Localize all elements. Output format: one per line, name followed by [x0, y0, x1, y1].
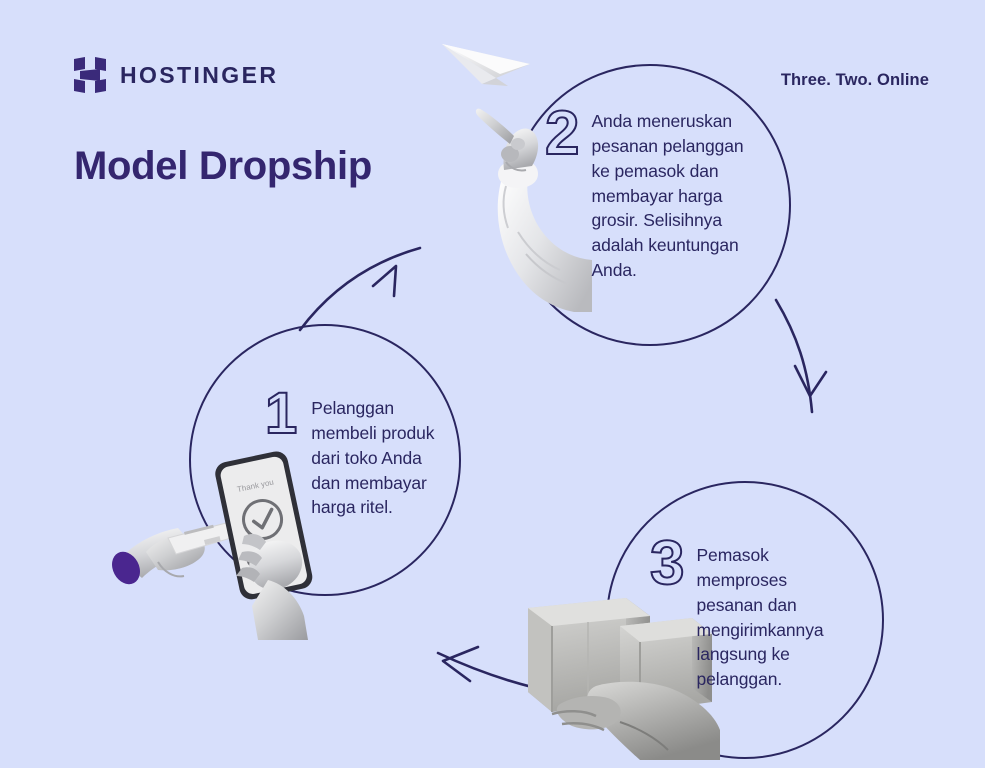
hands-holding-box-artwork — [528, 598, 720, 760]
step-1-text: Pelanggan membeli produk dari toko Anda … — [311, 398, 435, 518]
arrow-step1-to-step2 — [298, 246, 422, 332]
step-1-circle — [189, 324, 461, 596]
hand-phone-credit-card-artwork: Thank you — [112, 451, 313, 640]
hostinger-h-logo-icon — [74, 57, 106, 93]
step-1-number: 1 — [264, 381, 298, 446]
arrow-step2-to-step3 — [774, 298, 828, 414]
brand-name: HOSTINGER — [120, 61, 279, 88]
step-2-text: Anda meneruskan pesanan pelanggan ke pem… — [591, 111, 744, 281]
step-2-number: 2 — [544, 99, 581, 168]
page-title: Model Dropship — [74, 144, 373, 188]
step-1-label: 1 Pelanggan membeli produk dari toko And… — [264, 381, 443, 520]
step-3-number: 3 — [649, 529, 686, 598]
paper-airplane-icon — [442, 44, 530, 86]
brand-lockup: HOSTINGER — [74, 57, 278, 93]
step-3-text: Pemasok memproses pesanan dan mengirimka… — [696, 545, 824, 690]
step-2-label: 2 Anda meneruskan pesanan pelanggan ke p… — [544, 99, 759, 283]
tagline: Three. Two. Online — [780, 71, 929, 89]
step-3-label: 3 Pemasok memproses pesanan dan mengirim… — [649, 529, 848, 692]
pointing-arm-artwork — [475, 108, 592, 312]
